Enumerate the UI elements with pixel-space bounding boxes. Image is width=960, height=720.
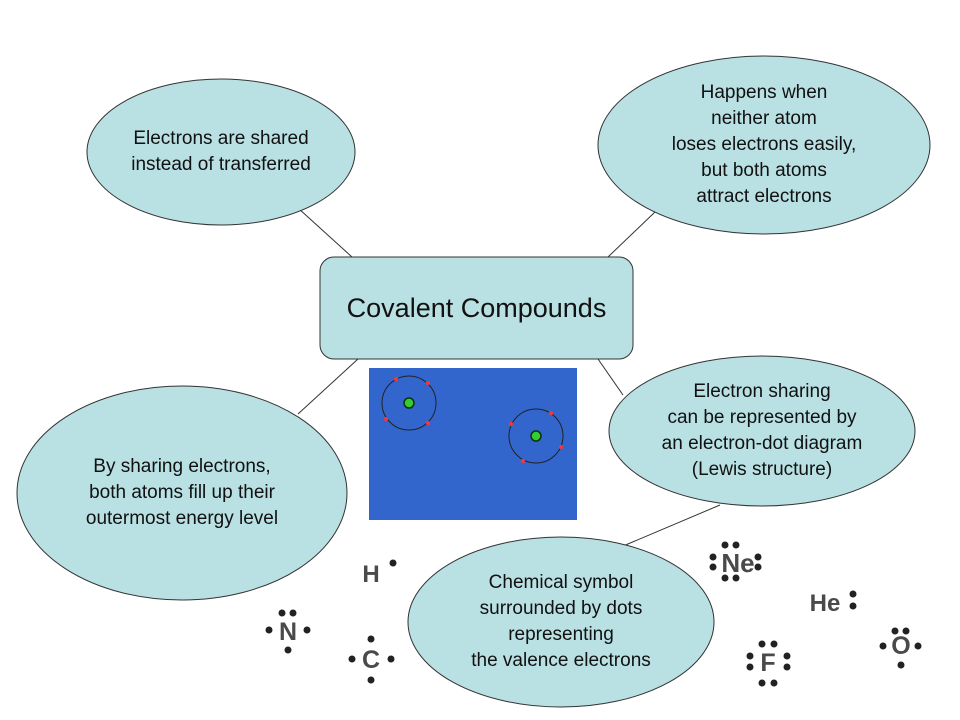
lewis-ne: Ne <box>709 541 762 582</box>
lewis-ne-symbol: Ne <box>721 548 754 578</box>
lewis-he: He <box>810 590 857 617</box>
electron <box>426 421 430 425</box>
electron <box>509 422 513 426</box>
electron <box>521 459 525 463</box>
lewis-dot <box>367 635 375 643</box>
connector-happens <box>607 211 656 258</box>
lewis-dot <box>387 655 395 663</box>
lewis-dot <box>783 663 791 671</box>
electron <box>394 377 398 381</box>
bubble-fill-shape <box>16 385 348 601</box>
lewis-h: H <box>362 559 397 588</box>
connector-sharing <box>597 358 624 396</box>
lewis-dot <box>783 652 791 660</box>
center-box <box>319 256 634 360</box>
electron <box>384 417 388 421</box>
bubble-shared-shape <box>86 78 356 226</box>
lewis-dot <box>348 655 356 663</box>
lewis-f-symbol: F <box>760 649 775 677</box>
electron <box>426 381 430 385</box>
lewis-dot <box>732 541 740 549</box>
lewis-dot <box>732 574 740 582</box>
lewis-dot <box>849 590 857 598</box>
lewis-dot <box>746 652 754 660</box>
lewis-dot <box>897 661 905 669</box>
bubble-symbol-shape <box>407 536 715 708</box>
lewis-dot <box>709 553 717 561</box>
lewis-h-symbol: H <box>362 561 379 588</box>
lewis-dot <box>721 541 729 549</box>
lewis-dot <box>278 609 286 617</box>
connector-shared <box>297 207 353 258</box>
lewis-dot <box>849 602 857 610</box>
atoms-illustration <box>369 368 577 520</box>
lewis-he-symbol: He <box>810 590 841 617</box>
lewis-dot <box>758 640 766 648</box>
atoms-panel <box>369 368 577 520</box>
nucleus-right <box>530 430 542 442</box>
atom-orbit-right <box>508 408 564 464</box>
connector-symbol <box>608 504 721 553</box>
bubble-sharing-shape <box>608 355 916 507</box>
lewis-dot <box>746 663 754 671</box>
lewis-dot <box>289 609 297 617</box>
lewis-dot <box>303 626 311 634</box>
electron <box>559 445 563 449</box>
lewis-dot <box>879 642 887 650</box>
lewis-c-symbol: C <box>362 646 380 674</box>
connector-fill <box>297 358 359 415</box>
lewis-o-symbol: O <box>891 632 910 660</box>
lewis-dot <box>389 559 397 567</box>
lewis-c: C <box>348 635 395 684</box>
lewis-n: N <box>265 609 311 654</box>
lewis-dot <box>754 553 762 561</box>
lewis-dot <box>902 627 910 635</box>
nucleus-left <box>403 397 415 409</box>
bubble-happens-shape <box>597 55 931 235</box>
electron <box>549 411 553 415</box>
lewis-n-symbol: N <box>279 618 297 646</box>
lewis-dot <box>758 679 766 687</box>
atom-orbit-left <box>381 375 437 431</box>
lewis-dot <box>754 563 762 571</box>
lewis-dot <box>721 574 729 582</box>
lewis-dot <box>914 642 922 650</box>
lewis-f: F <box>746 640 791 687</box>
lewis-dot <box>367 676 375 684</box>
lewis-o: O <box>879 627 922 669</box>
lewis-dot <box>891 627 899 635</box>
lewis-dot <box>284 646 292 654</box>
lewis-dot <box>265 626 273 634</box>
lewis-dot <box>770 679 778 687</box>
lewis-dot <box>770 640 778 648</box>
lewis-dot <box>709 563 717 571</box>
